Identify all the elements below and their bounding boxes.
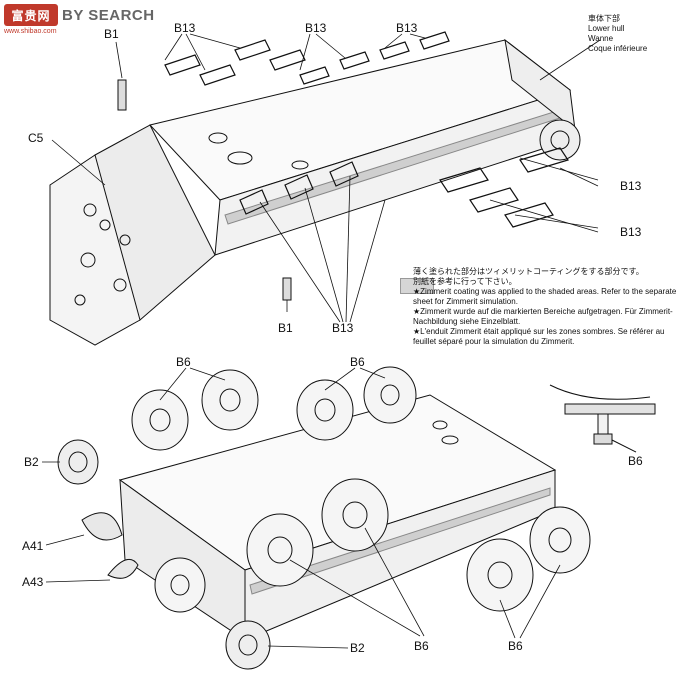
zimmerit-note-english: ★Zimmerit coating was applied to the sha… — [413, 287, 677, 306]
part-label-b13-top-right: B13 — [396, 21, 418, 35]
watermark-site-text: BY SEARCH — [62, 6, 155, 24]
part-label-b1-bottom: B1 — [278, 321, 293, 335]
hull-label-english: Lower hull — [588, 24, 625, 33]
part-label-b6-bottom-right: B6 — [508, 639, 523, 653]
part-label-b13-right-lower: B13 — [620, 225, 642, 239]
watermark: 富贵网 BY SEARCH — [4, 4, 155, 26]
inset-detail — [549, 384, 656, 453]
lower-leader-lines — [42, 367, 561, 649]
hull-label-german: Wanne — [588, 34, 614, 43]
part-label-b6-left-top: B6 — [176, 355, 191, 369]
watermark-logo: 富贵网 — [4, 4, 58, 26]
part-label-b6-inset: B6 — [628, 454, 643, 468]
upper-hull-drawing — [49, 31, 581, 346]
part-label-b13-bottom: B13 — [332, 321, 354, 335]
part-label-b6-bottom-mid: B6 — [414, 639, 429, 653]
part-label-a41: A41 — [22, 539, 44, 553]
zimmerit-note: 薄く塗られた部分はツィメリットコーティングをする部分です。 別紙を参考に行って下… — [413, 267, 681, 347]
lower-hull-drawing — [57, 366, 591, 670]
part-label-a43: A43 — [22, 575, 44, 589]
part-label-b2-left: B2 — [24, 455, 39, 469]
zimmerit-note-japanese-1: 薄く塗られた部分はツィメリットコーティングをする部分です。 — [413, 267, 644, 276]
part-label-b13-top-mid: B13 — [305, 21, 327, 35]
zimmerit-shade-swatch — [400, 278, 434, 294]
part-label-b13-top-left: B13 — [174, 21, 196, 35]
zimmerit-note-german: ★Zimmerit wurde auf die markierten Berei… — [413, 307, 673, 326]
part-label-b13-right-upper: B13 — [620, 179, 642, 193]
part-label-b1-top: B1 — [104, 27, 119, 41]
hull-label-japanese: 車体下部 — [588, 14, 620, 23]
zimmerit-note-japanese-2: 別紙を参考に行って下さい。 — [413, 277, 517, 286]
part-label-b6-mid-top: B6 — [350, 355, 365, 369]
zimmerit-note-french: ★L'enduit Zimmerit était appliqué sur le… — [413, 327, 665, 346]
hull-label: 車体下部 Lower hull Wanne Coque inférieure — [588, 14, 647, 54]
upper-leader-lines — [51, 33, 601, 323]
watermark-url: www.shibao.com — [4, 28, 57, 35]
part-label-b2-bottom: B2 — [350, 641, 365, 655]
part-label-c5: C5 — [28, 131, 44, 145]
hull-label-french: Coque inférieure — [588, 44, 648, 53]
